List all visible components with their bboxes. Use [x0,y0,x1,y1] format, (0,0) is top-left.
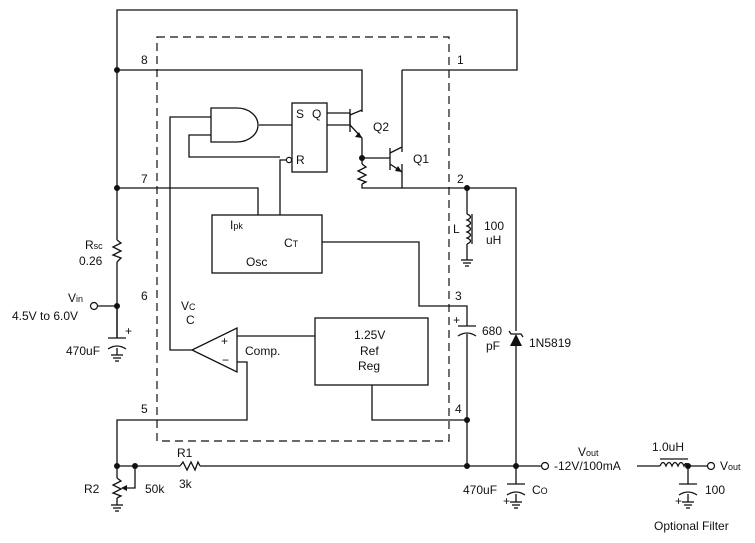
terminals [89,301,716,471]
reference-regulator: 1.25V Ref Reg [314,317,429,386]
sr-q-label: Q [312,107,321,121]
transistor-q2: Q2 [349,109,389,139]
pin-8: 8 [141,53,148,67]
q2-emitter-resistor [356,163,368,185]
pin-5: 5 [141,402,148,416]
rsc-label: Rsc [85,238,103,252]
q2-label: Q2 [373,120,389,134]
comp-plus: + [221,334,228,348]
cin-plus: + [125,324,132,338]
filter-vout-label: Vout [720,459,741,473]
pin-3: 3 [455,289,462,303]
osc-ipk-label: Ipk [230,218,243,232]
timing-capacitor: + 680 pF [453,313,502,353]
vcc-label-sub: C [186,313,195,327]
resistor-r1: R1 3k [177,446,201,491]
sr-r-label: R [296,153,305,167]
vout-value: -12V/100mA [554,459,621,473]
vout-label: Vout [578,445,599,459]
rsc-resistor: Rsc 0.26 [79,238,123,268]
transistor-q1: Q1 [389,146,429,173]
co-value: 470uF [463,483,497,497]
r2-value: 50k [145,482,165,496]
vin-label: Vin [68,291,83,305]
ref-line2: Ref [360,344,379,358]
wires [97,9,707,505]
comparator: + − Comp. [190,326,280,374]
filter-cap-plus: + [675,494,682,508]
schottky-diode: 1N5819 [508,330,571,350]
and-gate [210,107,259,143]
optional-filter: 1.0uH + 100 Vout Optional Filter [652,440,741,533]
sr-latch: S Q R [285,102,328,173]
r2-name: R2 [84,482,100,496]
inductor-l: L 100 uH [453,213,504,247]
cin-value: 470uF [66,344,100,358]
vin-range: 4.5V to 6.0V [12,309,78,323]
pin-numbers: 1 2 3 4 5 6 7 8 [141,53,464,416]
output-capacitor: + 470uF CO [463,483,548,509]
input-capacitor: + 470uF [66,324,132,362]
vin-terminal [89,301,99,311]
ic-boundary [156,36,450,442]
vout-terminal [540,461,550,471]
vout-filtered-terminal [706,461,716,471]
comp-minus: − [222,353,229,367]
co-name: CO [532,483,548,497]
oscillator: Ipk CT Osc [211,214,323,274]
comp-label: Comp. [245,344,280,358]
ct-value-1: 680 [482,324,502,338]
r1-value: 3k [179,477,193,491]
inductor-value-1: 100 [484,219,504,233]
sr-s-label: S [296,107,304,121]
diode-label: 1N5819 [529,336,571,350]
pin-2: 2 [457,172,464,186]
pin-1: 1 [457,53,464,67]
vcc-label: VC [181,299,196,313]
ref-line3: Reg [358,359,380,373]
pin-4: 4 [455,402,462,416]
inductor-value-2: uH [486,233,501,247]
inductor-name: L [453,222,460,236]
osc-label: Osc [246,255,267,269]
q1-label: Q1 [413,152,429,166]
potentiometer-r2: R2 50k [84,477,165,512]
pin-6: 6 [141,289,148,303]
filter-caption: Optional Filter [654,519,729,533]
junctions [114,67,691,469]
rsc-value: 0.26 [79,254,103,268]
osc-ct-label: CT [284,236,299,250]
r1-name: R1 [177,446,193,460]
ground-inductor [461,259,473,267]
ct-value-2: pF [486,339,500,353]
co-plus: + [503,494,510,508]
pin-7: 7 [141,172,148,186]
ref-line1: 1.25V [354,328,385,342]
filter-inductor-label: 1.0uH [652,440,684,454]
filter-cap-value: 100 [705,483,725,497]
svg-text:+: + [453,313,460,327]
